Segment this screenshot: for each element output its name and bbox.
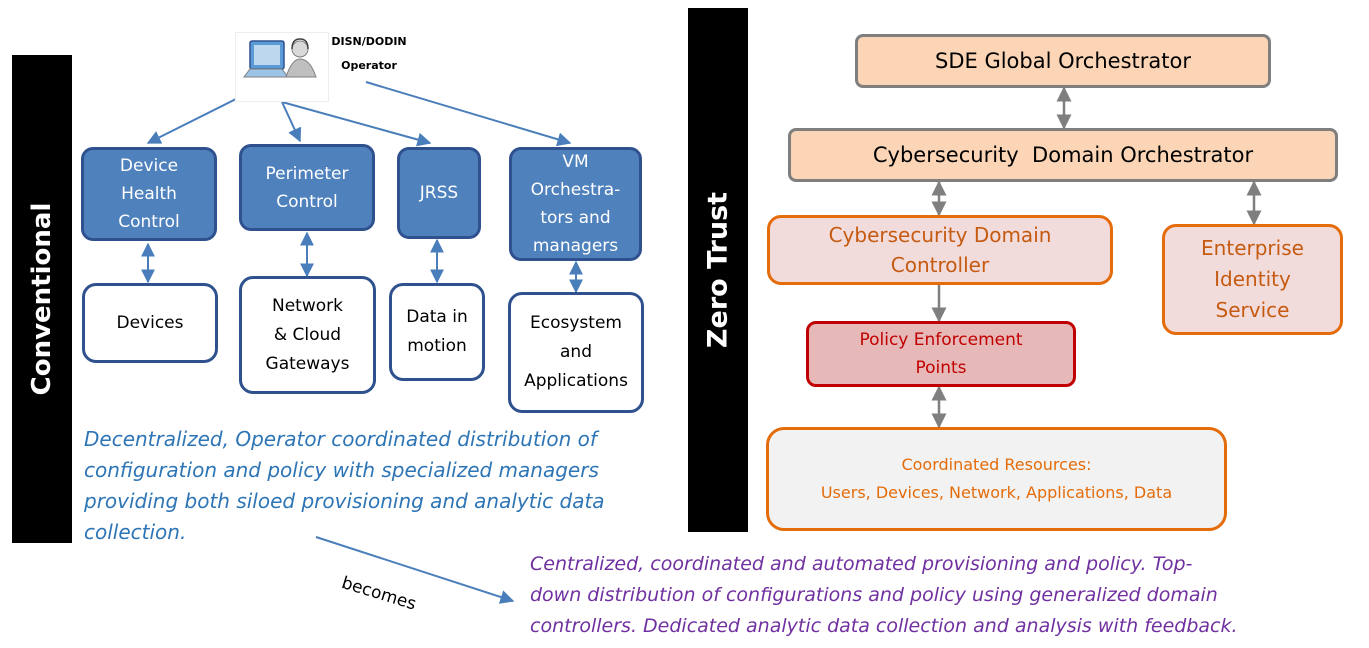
- device-health-control-box: Device Health Control: [81, 147, 217, 241]
- cybersecurity-domain-controller-label: Cybersecurity Domain Controller: [828, 223, 1052, 277]
- jrss-label: JRSS: [419, 183, 459, 203]
- zero-trust-links: [931, 86, 1262, 429]
- vm-orchestrators-box: VM Orchestra- tors and managers: [509, 147, 642, 261]
- operator-line1: DISN/DODIN: [331, 35, 407, 48]
- data-in-motion-label: Data in motion: [406, 307, 468, 356]
- jrss-box: JRSS: [397, 147, 481, 239]
- network-cloud-gateways-label: Network & Cloud Gateways: [265, 295, 350, 374]
- ecosystem-applications-label: Ecosystem and Applications: [524, 313, 628, 391]
- perimeter-control-box: Perimeter Control: [239, 144, 375, 231]
- conventional-label: Conventional: [27, 202, 57, 396]
- network-cloud-gateways-box: Network & Cloud Gateways: [239, 276, 376, 394]
- coordinated-resources-label: Coordinated Resources: Users, Devices, N…: [820, 455, 1173, 502]
- cybersecurity-domain-orchestrator-box: Cybersecurity Domain Orchestrator: [788, 128, 1338, 182]
- becomes-arrow: [315, 536, 515, 604]
- arrow-operator-jrss: [281, 101, 432, 147]
- zero-trust-description-line-2: down distribution of configurations and …: [530, 584, 1218, 606]
- conventional-description: Decentralized, Operator coordinated dist…: [84, 427, 605, 544]
- operator-icon: [236, 33, 328, 101]
- operator-title: DISN/DODIN Operator: [326, 30, 412, 78]
- device-health-control-label: Device Health Control: [118, 156, 180, 232]
- arrow-operator-perimeter: [281, 101, 302, 143]
- data-in-motion-box: Data in motion: [389, 283, 485, 381]
- cybersecurity-domain-orchestrator-label: Cybersecurity Domain Orchestrator: [872, 143, 1254, 167]
- arrow-operator-vm: [365, 81, 572, 147]
- policy-enforcement-points-box: Policy Enforcement Points: [806, 321, 1076, 387]
- zero-trust-side-bar: Zero Trust: [688, 8, 748, 532]
- enterprise-identity-service-label: Enterprise Identity Service: [1201, 236, 1304, 322]
- vm-orchestrators-label: VM Orchestra- tors and managers: [530, 152, 621, 256]
- zero-trust-description-line-1: Centralized, coordinated and automated p…: [530, 553, 1193, 575]
- conventional-links: [141, 231, 583, 294]
- devices-box: Devices: [82, 283, 218, 363]
- enterprise-identity-service-box: Enterprise Identity Service: [1162, 224, 1343, 335]
- sde-global-orchestrator-box: SDE Global Orchestrator: [855, 34, 1271, 88]
- operator-arrows: [146, 81, 572, 147]
- cybersecurity-domain-controller-box: Cybersecurity Domain Controller: [767, 215, 1113, 285]
- policy-enforcement-points-label: Policy Enforcement Points: [859, 330, 1023, 378]
- conventional-side-bar: Conventional: [12, 55, 72, 543]
- sde-global-orchestrator-label: SDE Global Orchestrator: [935, 49, 1191, 73]
- zero-trust-description: Centralized, coordinated and automated p…: [530, 549, 1360, 642]
- coordinated-resources-box: Coordinated Resources: Users, Devices, N…: [766, 427, 1227, 531]
- zero-trust-description-line-3: controllers. Dedicated analytic data col…: [530, 615, 1238, 637]
- operator-line2: Operator: [341, 59, 397, 72]
- ecosystem-applications-box: Ecosystem and Applications: [508, 292, 644, 413]
- devices-label: Devices: [116, 312, 184, 333]
- zero-trust-label: Zero Trust: [702, 191, 734, 349]
- perimeter-control-label: Perimeter Control: [265, 163, 349, 212]
